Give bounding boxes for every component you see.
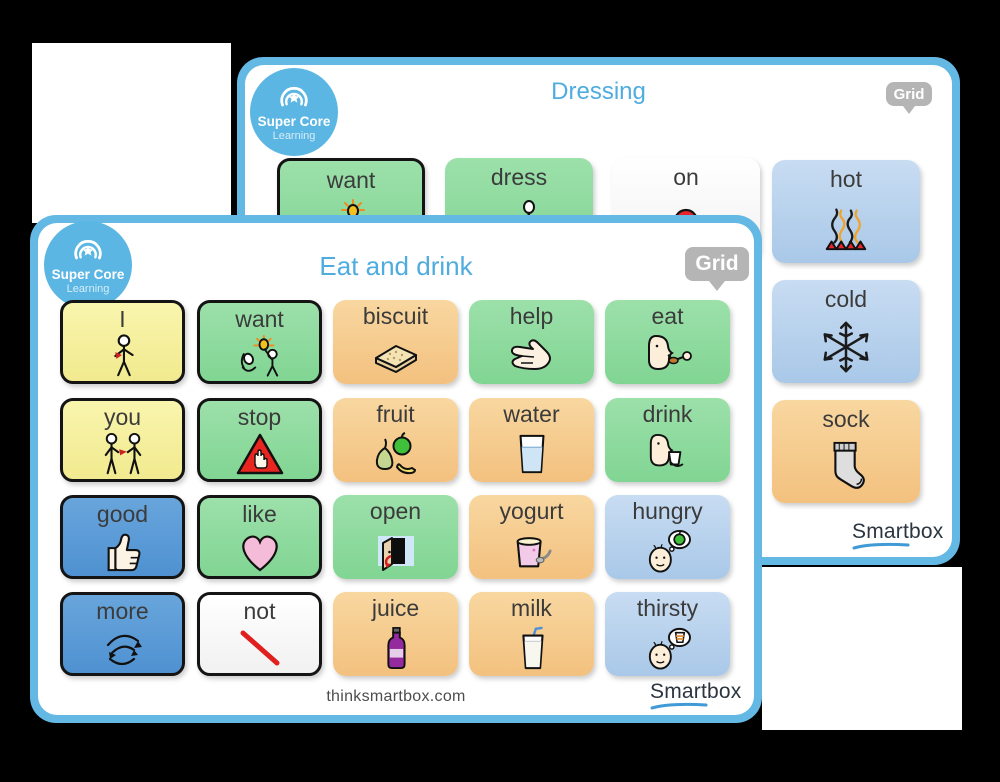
cell-milk[interactable]: milk bbox=[469, 592, 594, 676]
background-card-top-left bbox=[32, 43, 231, 223]
more-arrows-icon bbox=[63, 624, 182, 673]
background-card-bottom-right bbox=[762, 567, 962, 730]
cell-hungry[interactable]: hungry bbox=[605, 495, 730, 579]
i-person-icon bbox=[63, 332, 182, 381]
eat-and-drink-board: Eat and drink Super Core Learning Grid I bbox=[30, 215, 762, 723]
juice-bottle-icon bbox=[333, 621, 458, 676]
you-people-icon bbox=[63, 430, 182, 479]
cell-drink[interactable]: drink bbox=[605, 398, 730, 482]
cell-fruit[interactable]: fruit bbox=[333, 398, 458, 482]
board-title-eat-and-drink: Eat and drink bbox=[319, 251, 473, 281]
thirsty-thought-icon bbox=[605, 621, 730, 676]
cell-open[interactable]: open bbox=[333, 495, 458, 579]
cell-like[interactable]: like bbox=[197, 495, 322, 579]
want-symbol-icon bbox=[200, 332, 319, 381]
hungry-thought-icon bbox=[605, 524, 730, 579]
cell-juice[interactable]: juice bbox=[333, 592, 458, 676]
thumbs-up-icon bbox=[63, 527, 182, 576]
stop-sign-icon bbox=[200, 430, 319, 479]
smartbox-swoosh-icon bbox=[852, 542, 910, 550]
super-core-label: Super Core bbox=[257, 114, 331, 130]
cell-yogurt[interactable]: yogurt bbox=[469, 495, 594, 579]
super-core-learning-badge: Super Core Learning bbox=[44, 221, 132, 309]
cell-not[interactable]: not bbox=[197, 592, 322, 676]
cell-good[interactable]: good bbox=[60, 495, 185, 579]
grid-logo-badge: Grid bbox=[685, 247, 749, 281]
hot-symbol-icon bbox=[772, 192, 920, 263]
grid-logo-badge: Grid bbox=[886, 82, 932, 106]
cell-i[interactable]: I bbox=[60, 300, 185, 384]
not-slash-icon bbox=[200, 624, 319, 673]
super-core-label: Super Core bbox=[51, 267, 125, 283]
heart-icon bbox=[200, 527, 319, 576]
learning-label: Learning bbox=[272, 129, 316, 142]
fruit-icon bbox=[333, 427, 458, 482]
sock-icon bbox=[772, 432, 920, 503]
cell-more[interactable]: more bbox=[60, 592, 185, 676]
help-hand-icon bbox=[469, 329, 594, 384]
biscuit-icon bbox=[333, 329, 458, 384]
open-door-icon bbox=[333, 524, 458, 579]
smartbox-logo: Smartbox bbox=[852, 520, 943, 550]
back-cell-hot[interactable]: hot bbox=[772, 160, 920, 263]
water-glass-icon bbox=[469, 427, 594, 482]
back-cell-sock[interactable]: sock bbox=[772, 400, 920, 503]
eat-symbol-icon bbox=[605, 329, 730, 384]
website-url: thinksmartbox.com bbox=[326, 688, 466, 705]
smartbox-swoosh-icon bbox=[650, 702, 708, 710]
super-core-learning-badge: Super Core Learning bbox=[250, 68, 338, 156]
milk-glass-icon bbox=[469, 621, 594, 676]
cell-help[interactable]: help bbox=[469, 300, 594, 384]
cell-eat[interactable]: eat bbox=[605, 300, 730, 384]
smartbox-logo: Smartbox bbox=[650, 680, 741, 710]
cell-water[interactable]: water bbox=[469, 398, 594, 482]
cell-you[interactable]: you bbox=[60, 398, 185, 482]
cell-thirsty[interactable]: thirsty bbox=[605, 592, 730, 676]
drink-symbol-icon bbox=[605, 427, 730, 482]
super-core-logo-icon bbox=[70, 235, 106, 268]
cell-biscuit[interactable]: biscuit bbox=[333, 300, 458, 384]
back-cell-cold[interactable]: cold bbox=[772, 280, 920, 383]
cell-stop[interactable]: stop bbox=[197, 398, 322, 482]
cell-want[interactable]: want bbox=[197, 300, 322, 384]
super-core-logo-icon bbox=[276, 82, 312, 115]
board-title-dressing: Dressing bbox=[551, 78, 646, 105]
learning-label: Learning bbox=[66, 282, 110, 295]
cold-snowflake-icon bbox=[772, 312, 920, 383]
yogurt-pot-icon bbox=[469, 524, 594, 579]
